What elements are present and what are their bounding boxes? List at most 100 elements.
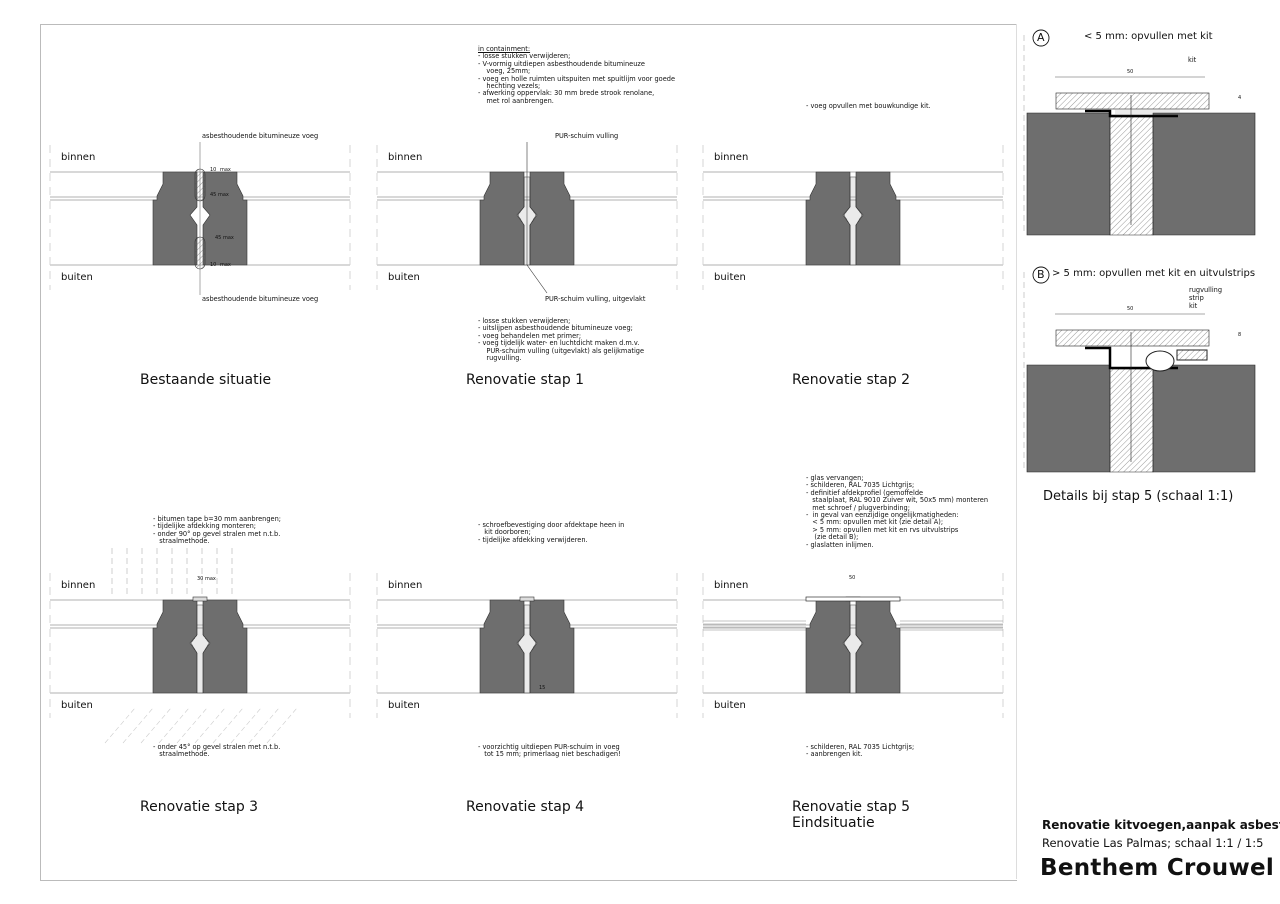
- blast-45-line: [176, 707, 208, 744]
- label-buiten: buiten: [714, 700, 746, 711]
- note-line-below: - losse stukken verwijderen;: [478, 317, 571, 325]
- dimension-label: 45 max: [210, 192, 229, 198]
- backer-rod: [1145, 350, 1175, 372]
- cover-profile: [1055, 329, 1210, 347]
- concrete-panel-right: [529, 171, 575, 266]
- blast-45-line: [230, 707, 262, 744]
- panel-subtitle: Eindsituatie: [792, 815, 875, 831]
- sealant: [1115, 109, 1180, 116]
- concrete-panel-right: [202, 171, 248, 266]
- note-line-above: kit doorboren;: [478, 528, 531, 537]
- shim-strip: [1176, 349, 1208, 361]
- concrete-panel-left: [805, 599, 851, 694]
- note-line-below: PUR-schuim vulling (uitgevlakt) als geli…: [478, 346, 645, 355]
- label-buiten: buiten: [388, 700, 420, 711]
- label-buiten: buiten: [61, 272, 93, 283]
- panel-title: Renovatie stap 3: [140, 799, 259, 815]
- pur-foam-fill: [843, 176, 863, 266]
- detail-marker-circle: [1032, 266, 1050, 284]
- joint-filler: [1109, 368, 1154, 473]
- blast-45-line: [122, 707, 154, 744]
- detail-marker: B: [1037, 268, 1045, 281]
- dimension-label: 50: [1127, 306, 1134, 312]
- concrete-panel-right: [202, 599, 248, 694]
- panel-title: Bestaande situatie: [140, 372, 272, 388]
- label-binnen: binnen: [714, 152, 749, 163]
- note-line-above: met rol aanbrengen.: [478, 96, 554, 105]
- note-line-above: - in geval van eenzijdige ongelijkmatigh…: [806, 511, 959, 519]
- label-buiten: buiten: [714, 272, 746, 283]
- pur-foam-fill: [190, 604, 210, 694]
- note-line-above: staalplaat, RAL 9010 Zuiver wit, 50x5 mm…: [806, 496, 989, 505]
- note-line-above: - losse stukken verwijderen;: [478, 52, 571, 61]
- label-binnen: binnen: [61, 580, 96, 591]
- note-line-above: voeg, 25mm;: [478, 67, 531, 76]
- note-line-above: straalmethode.: [153, 537, 210, 546]
- detail-marker-circle: [1032, 29, 1050, 47]
- cover-profile: [1055, 92, 1210, 110]
- blast-45-line: [212, 707, 244, 744]
- note-line-above: - V-vormig uitdiepen asbesthoudende bitu…: [478, 59, 645, 68]
- label-buiten: buiten: [61, 700, 93, 711]
- note-line-below: - voeg tijdelijk water- en luchtdicht ma…: [478, 339, 640, 348]
- blast-45-line: [158, 707, 190, 744]
- concrete-left: [1026, 112, 1111, 236]
- cover-tape: [192, 596, 208, 602]
- steel-profile: [1085, 346, 1178, 370]
- dimension-label: 8: [1238, 332, 1242, 338]
- callout-top: asbesthoudende bitumineuze voeg: [202, 132, 319, 140]
- dimension-label: 15: [539, 685, 546, 691]
- note-line-below: straalmethode.: [153, 750, 210, 759]
- callout-bottom: asbesthoudende bitumineuze voeg: [202, 295, 319, 303]
- label-binnen: binnen: [714, 580, 749, 591]
- concrete-panel-left: [152, 599, 198, 694]
- dimension-label: 10: [210, 262, 217, 268]
- pur-foam-fill: [843, 604, 863, 694]
- joint-filler: [1109, 116, 1154, 236]
- panel-title: Renovatie stap 1: [466, 372, 585, 388]
- sheet-title: Renovatie kitvoegen,aanpak asbest: [1042, 818, 1280, 832]
- dimension-label: max: [220, 262, 231, 268]
- panel-title: Renovatie stap 4: [466, 799, 585, 815]
- dimension-label: 45 max: [215, 235, 234, 241]
- leader-line: [526, 264, 548, 294]
- concrete-right: [1152, 112, 1256, 236]
- note-line-above: - voeg en holle ruimten uitspuiten met s…: [478, 74, 676, 83]
- label-binnen: binnen: [388, 580, 423, 591]
- label-buiten: buiten: [388, 272, 420, 283]
- note-line-above: hechting vezels;: [478, 82, 541, 90]
- concrete-panel-left: [152, 171, 198, 266]
- note-line-below: rugvulling.: [478, 354, 522, 362]
- concrete-panel-right: [855, 599, 901, 694]
- note-line-above: met schroef / plugverbinding;: [806, 503, 910, 512]
- callout-bottom: PUR-schuim vulling, uitgevlakt: [545, 295, 646, 303]
- concrete-panel-left: [805, 171, 851, 266]
- pur-foam-fill: [517, 604, 537, 694]
- detail-title: > 5 mm: opvullen met kit en uitvulstrips: [1052, 268, 1256, 279]
- note-line-above: - onder 90° op gevel stralen met n.t.b.: [153, 529, 281, 538]
- note-line-above: - tijdelijke afdekking verwijderen.: [478, 535, 588, 544]
- firm-logo: Benthem Crouwel: [1040, 855, 1275, 881]
- note-line-above: - schilderen, RAL 7035 Lichtgrijs;: [806, 481, 915, 490]
- cover-profile: [805, 596, 901, 602]
- detail-label-strip: strip: [1189, 294, 1204, 302]
- detail-label-kit: kit: [1188, 56, 1197, 64]
- callout-top: PUR-schuim vulling: [555, 132, 619, 140]
- concrete-left: [1026, 364, 1111, 473]
- note-line-above: - bitumen tape b=30 mm aanbrengen;: [153, 515, 282, 523]
- detail-marker: A: [1037, 31, 1045, 44]
- dimension-label: 30 max: [197, 576, 216, 582]
- note-line-above: - tijdelijke afdekking monteren;: [153, 522, 257, 531]
- note-line-below: - uitslijpen asbesthoudende bitumineuze …: [478, 324, 633, 333]
- blast-45-line: [140, 707, 172, 744]
- concrete-right: [1152, 364, 1256, 473]
- note-line-below: - onder 45° op gevel stralen met n.t.b.: [153, 743, 281, 751]
- note-line-above: > 5 mm: opvullen met kit en rvs uitvulst…: [806, 525, 959, 534]
- label-binnen: binnen: [388, 152, 423, 163]
- note-line-above: - afwerking oppervlak: 30 mm brede stroo…: [478, 89, 655, 98]
- note-line-below: - voorzichtig uitdiepen PUR-schuim in vo…: [478, 743, 620, 751]
- detail-title: < 5 mm: opvullen met kit: [1084, 31, 1213, 42]
- note-line-above: - glaslatten inlijmen.: [806, 540, 874, 549]
